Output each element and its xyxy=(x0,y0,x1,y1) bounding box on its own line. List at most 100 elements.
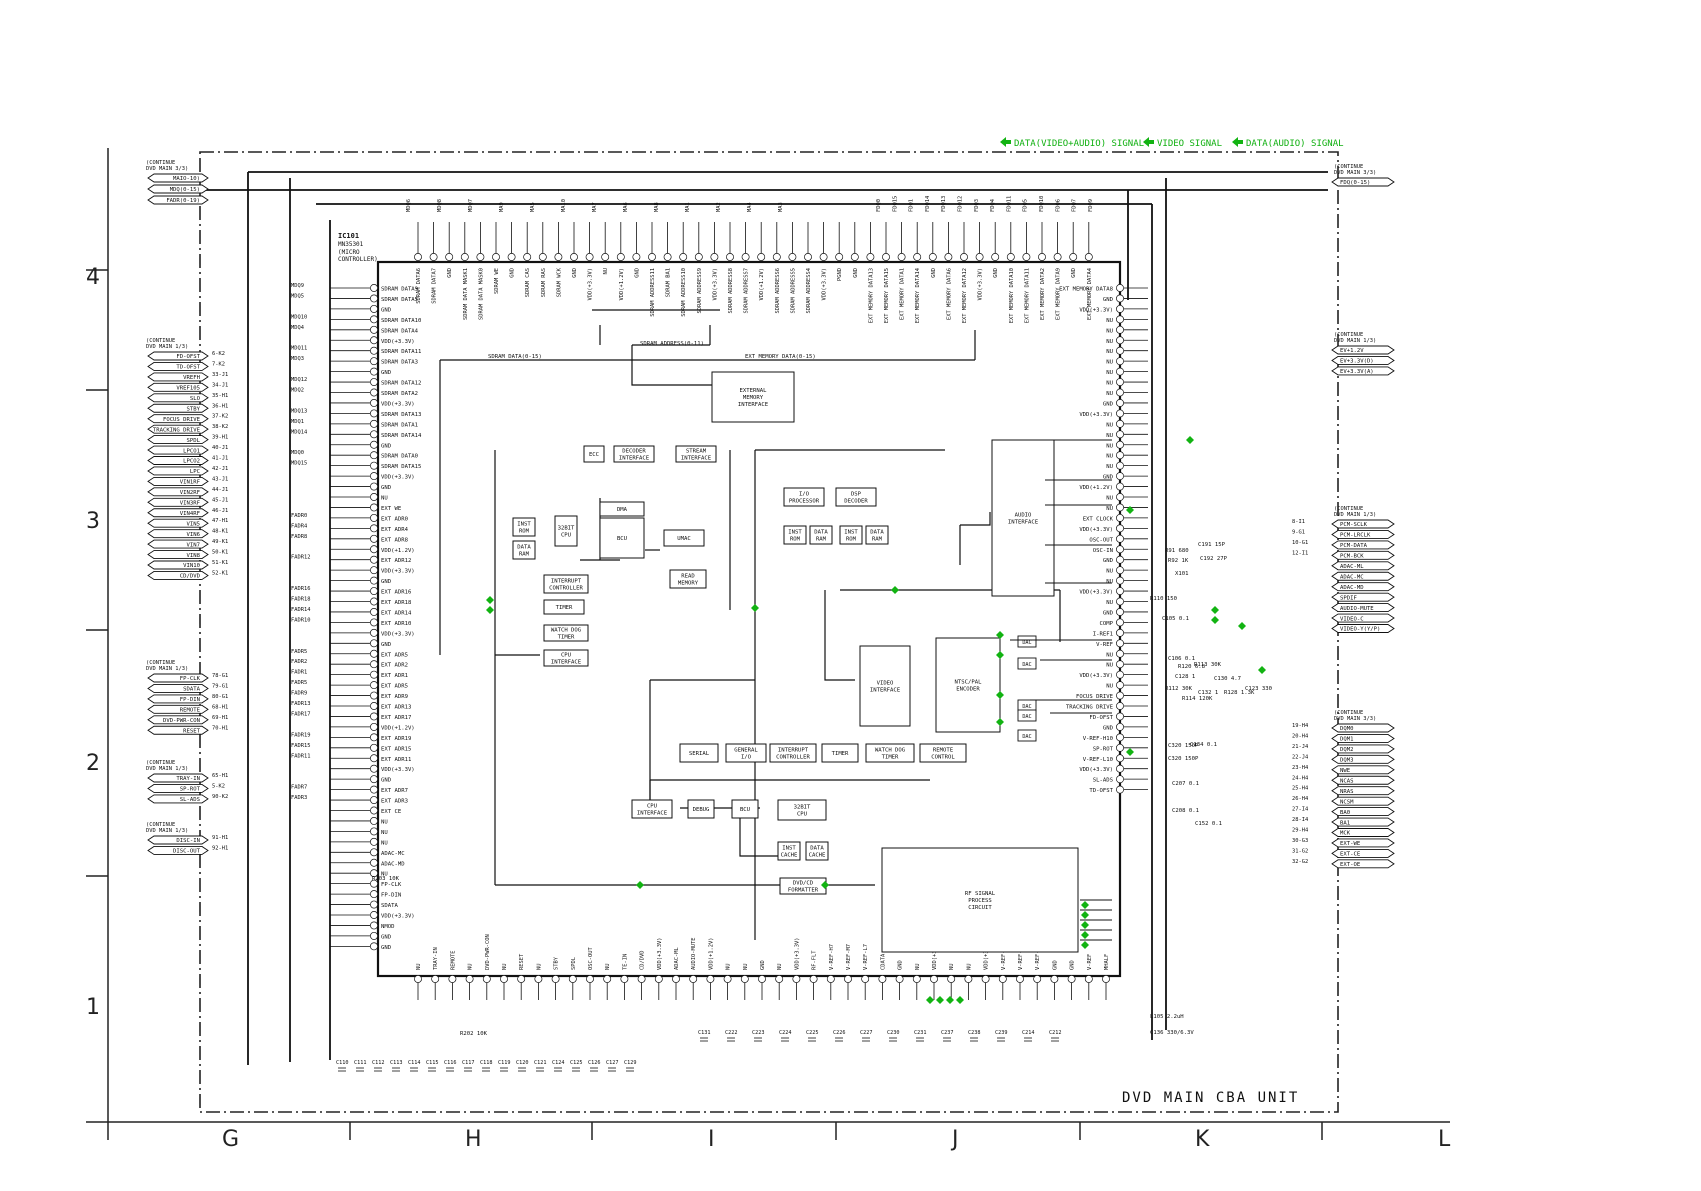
connector-signal: BA0 xyxy=(1340,810,1350,816)
pin-name: NU xyxy=(1106,496,1113,502)
block-label: MEMORY xyxy=(678,581,699,587)
block-label: CPU xyxy=(561,533,571,539)
pin-name: EXT ADR12 xyxy=(381,558,411,564)
pin-number xyxy=(1116,743,1124,752)
pin-number xyxy=(370,931,378,940)
part-label: C126 xyxy=(588,1060,601,1066)
connector-signal: NCSM xyxy=(1340,799,1354,805)
connector-tag xyxy=(1331,796,1395,806)
pin-name: SDRAM WCK xyxy=(556,267,562,297)
part-label: C207 0.1 xyxy=(1172,781,1199,787)
net-label: FDQ9 xyxy=(1088,199,1094,212)
pin-number xyxy=(1116,378,1124,386)
net-label: FADR8 xyxy=(291,534,307,540)
connector-tag xyxy=(1331,828,1395,837)
connector-signal: VIN4RF xyxy=(180,511,201,517)
connector-tag xyxy=(1331,723,1395,733)
block-inst-rom xyxy=(783,525,807,545)
connector-signal: NWE xyxy=(1340,768,1351,774)
signal-arrow-icon xyxy=(1081,901,1089,909)
pin-number xyxy=(370,806,378,815)
pin-name: ADAC-ML xyxy=(674,947,680,970)
pin-name: CDATA xyxy=(880,953,886,970)
signal-arrow-icon xyxy=(956,996,964,1004)
block-label: EXTERNAL xyxy=(740,388,768,394)
part-label: C123 330 xyxy=(1245,686,1272,692)
connector-signal: SPDL xyxy=(187,438,201,444)
pin-number xyxy=(431,975,440,983)
pin-number xyxy=(370,628,378,637)
pin-number xyxy=(370,461,378,470)
block-label: CPU xyxy=(561,653,571,659)
connector-tag xyxy=(147,382,209,392)
part-label: C224 xyxy=(779,1030,792,1036)
block-label: WATCH DOG xyxy=(551,628,582,634)
pin-name: EXT ADR5 xyxy=(381,652,408,658)
signal-arrow-icon xyxy=(1238,622,1246,630)
pin-number xyxy=(1116,513,1124,522)
grid-col-label: G xyxy=(222,1127,239,1152)
connector-tag xyxy=(147,403,209,413)
pin-name: GND xyxy=(1103,725,1114,731)
signal-arrow-icon xyxy=(486,606,494,614)
net-label: FADR4 xyxy=(291,523,307,529)
pin-name: NU xyxy=(1106,328,1113,334)
net-label: FADR14 xyxy=(291,607,310,613)
pin-name: V-REF-L10 xyxy=(1083,757,1113,763)
pin-number xyxy=(757,253,766,261)
connector-signal: EXT-WE xyxy=(1340,841,1361,847)
pin-name: NU xyxy=(381,872,388,878)
connector-ref: 30-G3 xyxy=(1292,838,1308,844)
connector-signal: DQM0 xyxy=(1340,726,1353,732)
connector-signal: ADAC-ML xyxy=(1340,564,1364,570)
connector-signal: FD-OFST xyxy=(176,354,200,360)
pin-number xyxy=(998,975,1007,983)
connector-ref: 27-I4 xyxy=(1292,807,1308,813)
net-label: FDQ0 xyxy=(876,199,882,212)
connector-tag xyxy=(147,466,209,476)
connector-ref: 46-J1 xyxy=(212,508,228,514)
block-label: INTERFACE xyxy=(1008,520,1039,526)
pin-number xyxy=(960,253,968,261)
connector-heading: (CONTINUE xyxy=(146,338,175,344)
pin-number xyxy=(964,975,973,983)
part-label: R112 30K xyxy=(1165,686,1193,692)
pin-number xyxy=(370,357,378,366)
pin-name: EXT ADR8 xyxy=(381,537,409,543)
block-ext-mem xyxy=(711,371,795,423)
pin-name: GND xyxy=(853,268,859,278)
pin-number xyxy=(523,253,532,261)
pin-name: EXT ADR0 xyxy=(381,516,408,522)
pin-number xyxy=(1116,639,1124,648)
connector-signal: PCM-BCK xyxy=(1340,554,1364,560)
connector-tag xyxy=(147,673,209,683)
pin-name: VDD(+3.3V) xyxy=(822,268,828,300)
connector-signal: FOCUS DRIVE xyxy=(163,417,201,423)
net-label: FADR16 xyxy=(291,586,310,592)
connector-ref: 50-K1 xyxy=(212,550,228,556)
block-serial xyxy=(679,743,719,763)
pin-name: SDRAM DATA13 xyxy=(381,412,421,418)
connector-signal: ADAC-MC xyxy=(1340,574,1364,580)
pin-name: GND xyxy=(381,443,392,449)
connector-signal: SL-ADS xyxy=(180,797,200,803)
connector-ref: 35-H1 xyxy=(212,393,228,399)
pin-name: EXT ADR15 xyxy=(381,746,411,752)
part-label: C227 xyxy=(860,1030,873,1036)
part-label: X101 xyxy=(1175,571,1188,577)
grid-col-label: I xyxy=(708,1127,715,1152)
pin-number xyxy=(913,253,922,261)
block-inst-rom xyxy=(512,517,536,537)
connector-tag xyxy=(147,529,209,539)
pin-number xyxy=(370,900,378,909)
connector-tag xyxy=(1331,775,1395,785)
pin-number xyxy=(616,253,625,261)
pin-name: GND xyxy=(1052,960,1058,970)
connector-heading: DVD MAIN 3/3) xyxy=(1334,716,1376,722)
pin-number xyxy=(882,253,890,261)
signal-arrow-icon xyxy=(1081,931,1089,939)
part-label: R128 1.3K xyxy=(1224,690,1255,696)
connector-signal: VIN10 xyxy=(183,563,200,569)
part-label: C320 150P xyxy=(1168,756,1199,762)
